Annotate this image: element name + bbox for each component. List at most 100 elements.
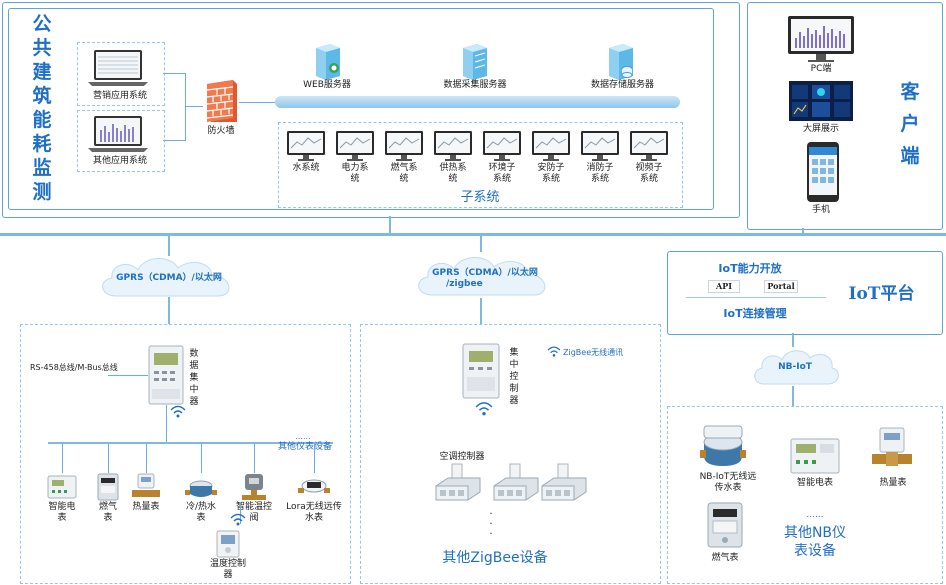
ac-controller-icon bbox=[541, 463, 587, 501]
subsystem-monitor-icon bbox=[483, 131, 521, 161]
subsystem-monitor-icon bbox=[630, 131, 668, 161]
ac-controller-label: 空调控制器 bbox=[439, 452, 485, 462]
subsystem-group bbox=[278, 122, 683, 208]
zigbee-label: ZigBee无线通讯 bbox=[563, 348, 624, 357]
firewall-label: 防火墙 bbox=[207, 126, 235, 136]
iot-divider bbox=[686, 297, 826, 298]
other-nb-label: 其他NB仪表设备 bbox=[783, 525, 847, 559]
app-label-marketing: 营销应用系统 bbox=[92, 91, 147, 101]
client-phone-label: 手机 bbox=[811, 205, 830, 215]
iot-platform-frame bbox=[667, 251, 943, 335]
data-concentrator-icon bbox=[148, 345, 184, 405]
connector bbox=[168, 297, 170, 324]
nbiot-water-meter-label: NB-IoT无线远传水表 bbox=[699, 472, 757, 493]
subsystem-label: 视频子系统 bbox=[635, 163, 663, 184]
phone-icon bbox=[807, 142, 839, 202]
other-devices-dots: ...... bbox=[295, 432, 311, 441]
meter-device-icon bbox=[298, 479, 330, 493]
meter-device-icon bbox=[97, 473, 119, 501]
connector bbox=[480, 236, 482, 252]
meter-device-label: Lora无线远传水表 bbox=[286, 502, 342, 523]
right-device-panel bbox=[667, 406, 943, 584]
temperature-controller-icon bbox=[216, 530, 240, 558]
connector bbox=[185, 73, 186, 141]
cloud-icon bbox=[754, 350, 839, 385]
concentrator-label: 数据集 中器 bbox=[189, 349, 199, 407]
iot-connect-label: IoT连接管理 bbox=[723, 307, 787, 320]
connector bbox=[314, 443, 315, 473]
middle-device-panel bbox=[360, 324, 661, 584]
server-label-collect: 数据采集服务器 bbox=[443, 80, 507, 90]
connector bbox=[802, 228, 804, 234]
smart-meter-label: 智能电表 bbox=[796, 478, 833, 488]
app-box-other bbox=[77, 110, 165, 172]
subsystem-label: 燃气系统 bbox=[390, 163, 418, 184]
iot-ability-label: IoT能力开放 bbox=[718, 262, 782, 275]
device-bus bbox=[48, 442, 333, 444]
client-frame bbox=[747, 2, 943, 230]
subsystem-label: 供热系统 bbox=[439, 163, 467, 184]
water-meter-icon bbox=[700, 425, 746, 466]
gas-meter-icon bbox=[707, 502, 743, 548]
subsystem-label: 水系统 bbox=[292, 163, 320, 173]
connector bbox=[240, 502, 241, 524]
subsystem-monitor-icon bbox=[287, 131, 325, 161]
app-label-other: 其他应用系统 bbox=[92, 156, 147, 166]
subsystem-label: 电力系统 bbox=[341, 163, 369, 184]
laptop-icon bbox=[88, 116, 148, 152]
connector bbox=[168, 236, 170, 256]
meter-device-icon bbox=[132, 473, 160, 497]
client-screen-label: 大屏展示 bbox=[802, 124, 839, 134]
api-button: API bbox=[708, 280, 740, 293]
energy-monitoring-inner-frame bbox=[8, 8, 714, 210]
meter-device-label: 热量表 bbox=[132, 502, 160, 512]
connector bbox=[201, 443, 202, 473]
bus-label: RS-458总线/M-Bus总线 bbox=[30, 363, 118, 372]
network-label-left: GPRS（CDMA）/以太网 bbox=[116, 273, 222, 283]
subsystem-monitor-icon bbox=[532, 131, 570, 161]
connector bbox=[389, 216, 391, 234]
ac-controller-icon bbox=[435, 463, 481, 501]
ac-controller-icon bbox=[493, 463, 539, 501]
connector bbox=[163, 140, 185, 141]
backbone-line bbox=[0, 233, 946, 236]
client-title: 客户端 bbox=[900, 81, 920, 167]
connector bbox=[108, 443, 109, 473]
server-bus bbox=[275, 96, 680, 108]
left-device-panel bbox=[20, 324, 351, 584]
wireless-icon bbox=[547, 346, 561, 357]
energy-monitoring-title: 公共 建筑 能耗 监测 bbox=[32, 13, 52, 203]
cloud-icon bbox=[418, 257, 546, 296]
meter-device-icon bbox=[47, 475, 77, 499]
server-icon bbox=[316, 44, 340, 80]
subsystem-monitor-icon bbox=[336, 131, 374, 161]
heat-meter-label: 热量表 bbox=[879, 478, 907, 488]
laptop-icon bbox=[88, 50, 148, 86]
iot-platform-title: IoT平台 bbox=[848, 284, 915, 304]
vertical-dots: ··· bbox=[489, 509, 493, 540]
meter-device-label: 燃气表 bbox=[98, 502, 117, 523]
meter-device-label: 冷/热水表 bbox=[185, 502, 217, 523]
temperature-controller-label: 温度控制器 bbox=[209, 559, 246, 580]
nbiot-label: NB-IoT bbox=[778, 362, 812, 372]
wireless-icon bbox=[230, 513, 246, 526]
connector bbox=[792, 333, 794, 347]
central-controller-icon bbox=[462, 343, 500, 399]
cloud-icon bbox=[102, 258, 230, 297]
network-label-middle: GPRS（CDMA）/以太网/zigbee bbox=[432, 268, 538, 289]
meter-device-icon bbox=[185, 480, 217, 497]
subsystem-label: 安防子系统 bbox=[537, 163, 565, 184]
portal-button: Portal bbox=[764, 280, 798, 293]
connector bbox=[62, 443, 63, 473]
energy-monitoring-frame bbox=[2, 2, 740, 218]
smart-meter-icon bbox=[790, 438, 840, 474]
central-controller-label: 集中控 制器 bbox=[509, 348, 519, 406]
server-label-storage: 数据存储服务器 bbox=[590, 80, 654, 90]
connector bbox=[146, 443, 147, 473]
app-box-marketing bbox=[77, 42, 165, 106]
subsystem-monitor-icon bbox=[581, 131, 619, 161]
server-icon bbox=[609, 44, 633, 80]
connector bbox=[163, 73, 185, 74]
subsystem-monitor-icon bbox=[434, 131, 472, 161]
firewall-icon bbox=[206, 80, 237, 122]
